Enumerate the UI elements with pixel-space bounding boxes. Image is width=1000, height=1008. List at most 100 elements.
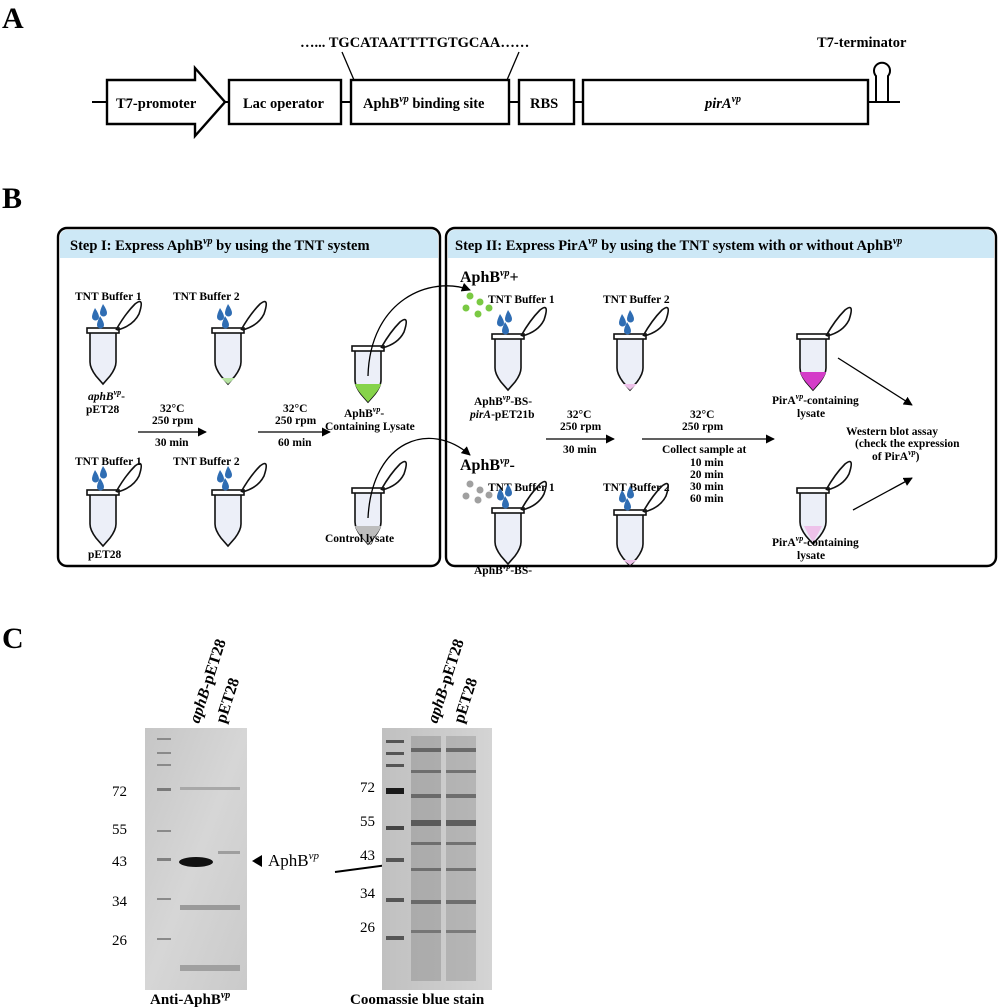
- step2-time-20: 20 min: [690, 469, 724, 481]
- step2-plasmid-minus-a: AphBvp-BS-: [474, 562, 532, 577]
- step2-title: Step II: Express PirAvp by using the TNT…: [455, 236, 902, 254]
- step1-tube-pet28-label: pET28: [88, 549, 121, 561]
- blot-marker-34: 34: [112, 894, 128, 910]
- sequence-line-right: [506, 51, 520, 81]
- step1-cond1-temp: 32°C: [160, 403, 184, 415]
- rbs-label: RBS: [530, 96, 558, 112]
- step2-buffer2-fill-b: [623, 560, 637, 565]
- step1-cond1-rpm: 250 rpm: [152, 415, 194, 427]
- gel-marker-43: 43: [360, 848, 375, 864]
- step2-pira-plus-b: lysate: [797, 408, 825, 420]
- gel-caption: Coomassie blue stain: [350, 992, 485, 1008]
- blot-caption: Anti-AphBvp: [150, 990, 230, 1008]
- step2-header: [448, 230, 994, 258]
- aphb-arrow-label: AphBvp: [268, 850, 320, 870]
- coomassie-lane-1: [411, 736, 441, 981]
- wb-label-3: of PirAvp): [872, 448, 920, 463]
- binding-sequence: …... TGCATAATTTTGTGCAA……: [300, 35, 529, 51]
- blot-band-bottom: [180, 965, 240, 971]
- blot-band-faint: [218, 851, 240, 854]
- step2-time-10: 10 min: [690, 457, 724, 469]
- t7-terminator-label: T7-terminator: [817, 35, 907, 51]
- t7-promoter-arrow: [105, 64, 227, 140]
- blot-marker-55: 55: [112, 822, 127, 838]
- step1-cond2-temp: 32°C: [283, 403, 307, 415]
- t7-promoter-label: T7-promoter: [116, 96, 197, 112]
- blot-marker-72: 72: [112, 784, 127, 800]
- binding-site-box: [349, 78, 511, 126]
- step2-buffer2-label-b: TNT Buffer 2: [603, 482, 670, 494]
- control-dots: [462, 480, 493, 504]
- step1-buffer2-label: TNT Buffer 2: [173, 291, 240, 303]
- step2-collect-label: Collect sample at: [662, 444, 746, 456]
- step1-buffer1-label: TNT Buffer 1: [75, 291, 142, 303]
- step1-control-label: Control lysate: [325, 533, 394, 545]
- wb-label-1: Western blot assay: [846, 426, 938, 438]
- step2-pira-minus-a: PirAvp-containing: [772, 534, 859, 549]
- lac-operator-label: Lac operator: [243, 96, 324, 112]
- transfer-arrow-aphb: [367, 282, 471, 377]
- sequence-line-left: [341, 51, 355, 81]
- step1-lysate-label-b: Containing Lysate: [325, 421, 415, 433]
- gel-marker-55: 55: [360, 814, 375, 830]
- step1-control-fill: [355, 526, 381, 544]
- step2-pira-plus-fill: [800, 372, 826, 390]
- step1-buffer1-label-b: TNT Buffer 1: [75, 456, 142, 468]
- panel-label-a: A: [2, 2, 24, 35]
- transfer-arrow-control: [367, 437, 471, 519]
- step2-box: [444, 226, 998, 568]
- step1-tube-aphb-plasmid: pET28: [86, 404, 119, 416]
- step2-buffer1-label: TNT Buffer 1: [488, 294, 555, 306]
- wb-arrow-top: [837, 357, 913, 406]
- step2-time-30: 30 min: [690, 481, 724, 493]
- blot-band-aphb: [179, 857, 213, 867]
- step1-box: [56, 226, 442, 568]
- step1-title: Step I: Express AphBvp by using the TNT …: [70, 236, 370, 254]
- coomassie-lane-2: [446, 736, 476, 981]
- blot-lane-pet28: pET28: [213, 676, 243, 725]
- step1-lysate-label-a: AphBvp-: [344, 405, 384, 420]
- blot-band-34: [180, 905, 240, 910]
- rbs-box: [517, 78, 576, 126]
- step2-cond1-temp: 32°C: [567, 409, 591, 421]
- step2-buffer2-label: TNT Buffer 2: [603, 294, 670, 306]
- step1-header: [60, 230, 438, 258]
- blot-ladder: [157, 738, 171, 940]
- step2-plus-label: AphBvp+: [460, 268, 519, 286]
- step1-lysate-fill: [355, 384, 381, 402]
- step2-minus-label: AphBvp-: [460, 456, 515, 474]
- step2-pira-minus-fill: [804, 526, 822, 542]
- step1-buffer2-fill: [221, 378, 235, 384]
- step2-cond2-rpm: 250 rpm: [682, 421, 724, 433]
- step2-time-60: 60 min: [690, 493, 724, 505]
- blot-marker-43: 43: [112, 854, 127, 870]
- aphb-triangle-icon: [252, 855, 262, 867]
- step1-tube-aphb-label: aphBvp-: [88, 388, 125, 403]
- step2-plasmid-plus-b: pirA-pET21b: [469, 409, 535, 421]
- pira-gene-box: [581, 78, 870, 126]
- step1-buffer2-label-b: TNT Buffer 2: [173, 456, 240, 468]
- blot-marker-26: 26: [112, 933, 128, 949]
- step1-cond2-time: 60 min: [278, 437, 312, 449]
- binding-site-label: AphBvp binding site: [363, 94, 485, 112]
- step2-plasmid-plus-a: AphBvp-BS-: [474, 393, 532, 408]
- step2-cond1-time: 30 min: [563, 444, 597, 456]
- pira-gene-label: pirAvp: [703, 94, 741, 112]
- step2-cond1-rpm: 250 rpm: [560, 421, 602, 433]
- step2-pira-minus-b: lysate: [797, 550, 825, 562]
- step1-cond1-time: 30 min: [155, 437, 189, 449]
- step2-pira-plus-a: PirAvp-containing: [772, 392, 859, 407]
- step1-cond2-rpm: 250 rpm: [275, 415, 317, 427]
- step2-buffer2-fill: [623, 384, 637, 390]
- panel-label-c: C: [2, 622, 24, 655]
- panel-label-b: B: [2, 182, 22, 215]
- gel-marker-72: 72: [360, 780, 375, 796]
- coomassie-ladder: [386, 740, 404, 940]
- wb-arrow-bottom: [852, 477, 913, 511]
- wb-label-2: (check the expression: [855, 438, 960, 450]
- terminator-hairpin-icon: [873, 61, 891, 102]
- step2-cond2-temp: 32°C: [690, 409, 714, 421]
- gel-lane-pet28: pET28: [451, 676, 481, 725]
- aphb-protein-dots: [462, 292, 493, 318]
